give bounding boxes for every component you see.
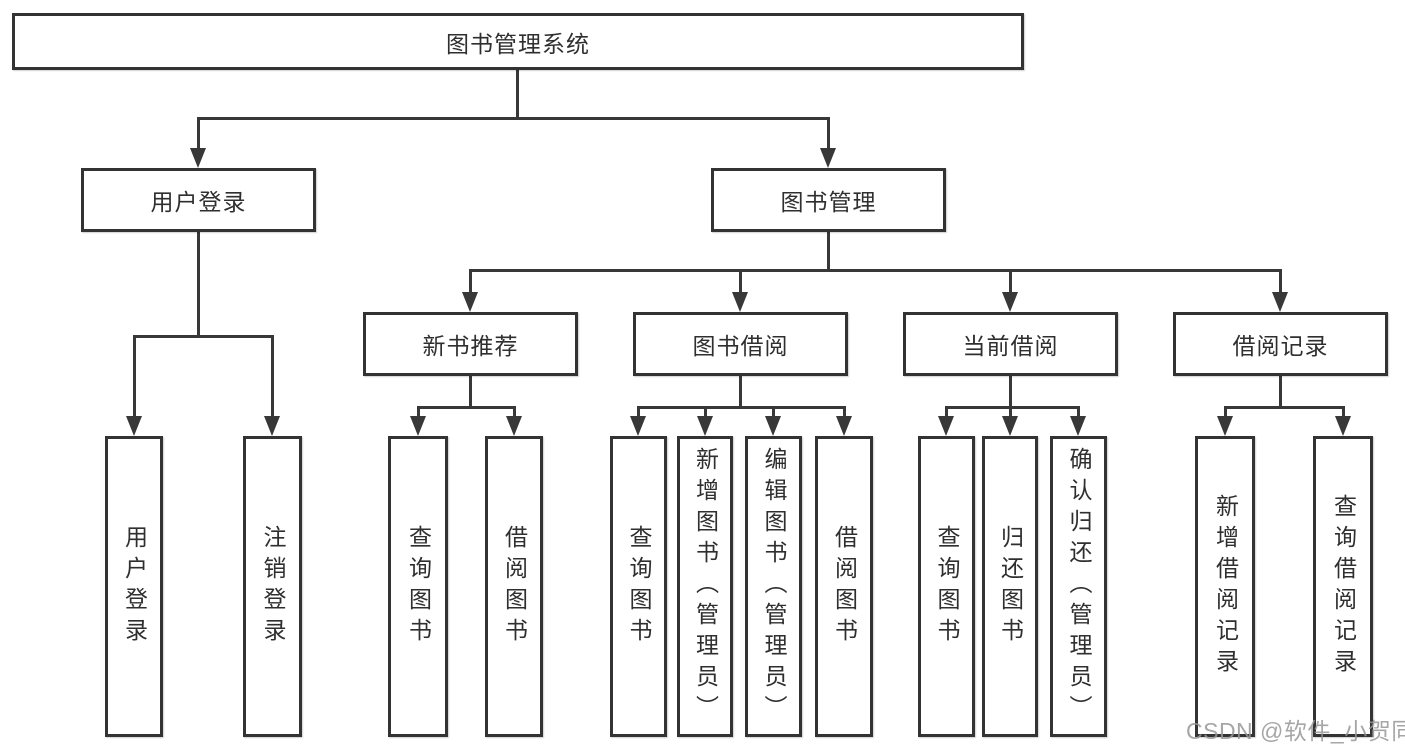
connector-l3-shaft [1009, 269, 1012, 297]
arrow-down-icon [765, 416, 781, 436]
leaf-edit-book-admin-label: 编辑图书（管理员） [761, 447, 787, 726]
leaf-borrow-books-2-label: 借阅图书 [831, 524, 858, 649]
leaf-borrow-books-2: 借阅图书 [815, 436, 873, 737]
leaf-borrow-books-1-label: 借阅图书 [501, 524, 528, 649]
node-new-book-recommend: 新书推荐 [363, 312, 578, 376]
node-book-management: 图书管理 [711, 168, 946, 232]
connector-leaf-shaft [772, 406, 775, 418]
arrow-down-icon [1272, 292, 1288, 312]
leaf-query-books-1: 查询图书 [388, 436, 448, 737]
arrow-down-icon [1002, 416, 1018, 436]
arrow-down-icon [410, 416, 426, 436]
connector-leaf-shaft [513, 406, 516, 418]
leaf-add-book-admin: 新增图书（管理员） [677, 436, 733, 737]
arrow-down-icon [1070, 416, 1086, 436]
leaf-query-books-3: 查询图书 [918, 436, 975, 737]
connector-user-login-shaft [197, 117, 200, 150]
arrow-down-icon [126, 416, 142, 436]
node-book-borrowing-label: 图书借阅 [692, 333, 789, 359]
leaf-query-books-2: 查询图书 [610, 436, 667, 737]
arrow-down-icon [1335, 416, 1351, 436]
leaf-add-borrow-record-label: 新增借阅记录 [1212, 493, 1239, 680]
connector-borrowing-rail [637, 406, 845, 409]
node-current-borrowing-label: 当前借阅 [962, 333, 1059, 359]
arrow-down-icon [1217, 416, 1233, 436]
arrow-down-icon [506, 416, 522, 436]
node-new-book-recommend-label: 新书推荐 [422, 333, 519, 359]
leaf-query-borrow-record-label: 查询借阅记录 [1330, 493, 1357, 680]
leaf-return-book-label: 归还图书 [997, 524, 1024, 649]
connector-leaf-shaft [1224, 406, 1227, 418]
connector-current-stem [1009, 376, 1012, 409]
leaf-logout-login-label: 注销登录 [260, 524, 286, 649]
connector-book-mgmt-shaft [827, 117, 830, 150]
leaf-query-books-2-label: 查询图书 [626, 524, 652, 649]
leaf-query-books-3-label: 查询图书 [934, 524, 960, 649]
connector-level2-rail [197, 117, 830, 120]
leaf-logout-login: 注销登录 [243, 436, 302, 737]
arrow-down-icon [190, 148, 206, 168]
connector-leaf-shaft [637, 406, 640, 418]
leaf-borrow-books-1: 借阅图书 [485, 436, 543, 737]
watermark-csdn: CSDN @软件_小贺同学 [1186, 718, 1405, 744]
arrow-down-icon [820, 148, 836, 168]
arrow-down-icon [836, 416, 852, 436]
connector-user-login-stem [197, 232, 200, 337]
arrow-down-icon [462, 292, 478, 312]
connector-leaf-shaft [843, 406, 846, 418]
connector-leaf-shaft [1342, 406, 1345, 418]
node-borrow-records-label: 借阅记录 [1232, 333, 1329, 359]
connector-root-stem [516, 70, 519, 118]
connector-user-login-rail [133, 335, 274, 338]
leaf-user-login-label: 用户登录 [121, 524, 148, 649]
leaf-edit-book-admin: 编辑图书（管理员） [745, 436, 802, 737]
connector-leaf-shaft [945, 406, 948, 418]
connector-current-rail [945, 406, 1080, 409]
leaf-query-books-1-label: 查询图书 [405, 524, 432, 649]
leaf-confirm-return-admin-label: 确认归还（管理员） [1066, 447, 1092, 726]
connector-new-rec-stem [469, 376, 472, 409]
connector-records-stem [1279, 376, 1282, 409]
arrow-down-icon [1002, 292, 1018, 312]
connector-records-rail [1224, 406, 1345, 409]
connector-leaf-shaft [133, 335, 136, 420]
connector-leaf-shaft [704, 406, 707, 418]
arrow-down-icon [630, 416, 646, 436]
connector-new-rec-rail [417, 406, 515, 409]
connector-l3-shaft [1279, 269, 1282, 297]
node-library-system: 图书管理系统 [12, 13, 1024, 70]
node-current-borrowing: 当前借阅 [903, 312, 1118, 376]
connector-book-mgmt-stem [827, 232, 830, 272]
leaf-confirm-return-admin: 确认归还（管理员） [1050, 436, 1107, 737]
leaf-add-borrow-record: 新增借阅记录 [1195, 436, 1255, 737]
connector-l3-shaft [469, 269, 472, 297]
arrow-down-icon [264, 416, 280, 436]
connector-leaf-shaft [1077, 406, 1080, 418]
arrow-down-icon [732, 292, 748, 312]
leaf-query-borrow-record: 查询借阅记录 [1313, 436, 1373, 737]
connector-leaf-shaft [417, 406, 420, 418]
node-book-management-label: 图书管理 [780, 189, 877, 215]
connector-leaf-shaft [271, 335, 274, 420]
leaf-user-login: 用户登录 [105, 436, 163, 737]
leaf-return-book: 归还图书 [982, 436, 1038, 737]
connector-borrowing-stem [739, 376, 742, 409]
node-user-login-label: 用户登录 [150, 189, 247, 215]
connector-level3-rail [469, 269, 1282, 272]
arrow-down-icon [697, 416, 713, 436]
connector-l3-shaft [739, 269, 742, 297]
node-borrow-records: 借阅记录 [1173, 312, 1388, 376]
leaf-add-book-admin-label: 新增图书（管理员） [692, 447, 719, 726]
arrow-down-icon [938, 416, 954, 436]
node-library-system-label: 图书管理系统 [446, 30, 590, 57]
node-user-login: 用户登录 [81, 168, 316, 232]
node-book-borrowing: 图书借阅 [633, 312, 848, 376]
connector-leaf-shaft [1009, 406, 1012, 418]
